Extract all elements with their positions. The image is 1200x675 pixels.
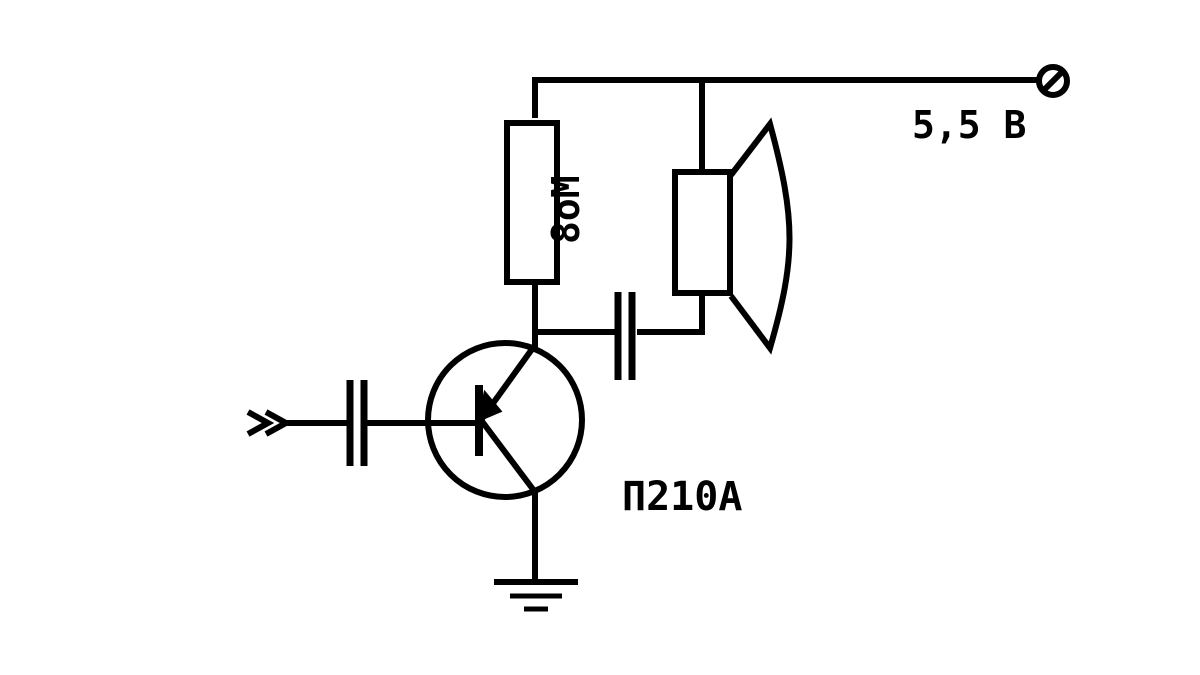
loudspeaker <box>672 117 793 355</box>
input-capacitor <box>346 380 368 466</box>
supply-terminal <box>1036 64 1070 98</box>
supply-rail-wire <box>532 77 1043 118</box>
input-terminal-arrow <box>246 409 293 437</box>
supply-voltage-label: 5,5 В <box>912 103 1026 147</box>
speaker-return-wire <box>637 293 705 335</box>
resistor-value-label: 8оМ <box>544 175 588 244</box>
output-capacitor <box>614 292 636 380</box>
ground-symbol <box>494 579 578 612</box>
transistor-model-label: П210А <box>622 474 742 520</box>
load-resistor <box>504 120 560 285</box>
transistor <box>425 340 585 500</box>
